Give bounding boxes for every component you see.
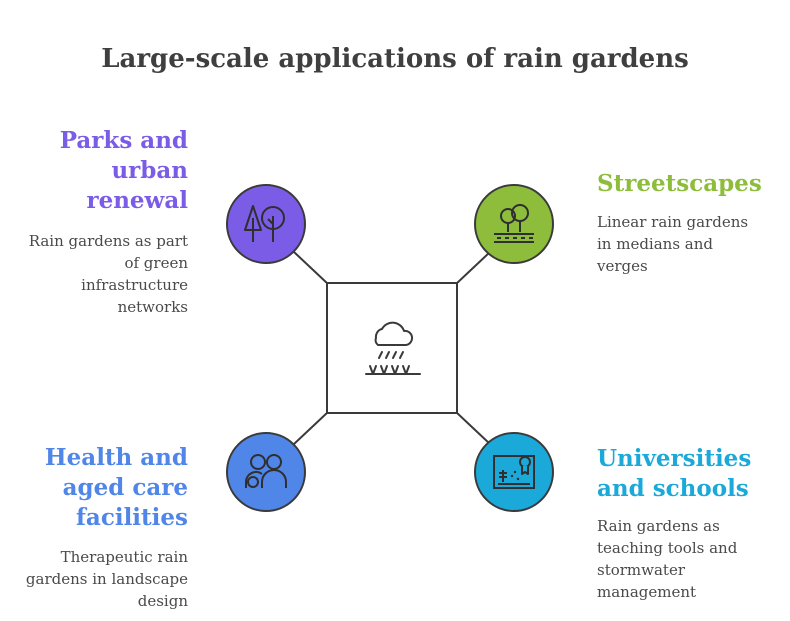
streetscapes-circle: [474, 184, 554, 264]
streetscapes-description: Linear rain gardens in medians and verge…: [597, 213, 749, 275]
health-heading: Health and aged care facilities: [44, 444, 188, 531]
health-description: Therapeutic rain gardens in landscape de…: [25, 548, 188, 610]
parks-heading: Parks and urban renewal: [59, 127, 188, 214]
center-box: [326, 282, 458, 414]
trees-icon: [244, 205, 285, 242]
streetscapes-heading: Streetscapes: [597, 170, 762, 197]
health-circle: [226, 432, 306, 512]
page-title: Large-scale applications of rain gardens: [101, 44, 689, 74]
parks-circle: [226, 184, 306, 264]
street-trees-icon: [494, 204, 534, 243]
universities-circle: [474, 432, 554, 512]
universities-heading: Universities and schools: [597, 445, 752, 502]
people-icon: [245, 454, 287, 488]
rain-cloud-grass-icon: [365, 321, 421, 375]
parks-description: Rain gardens as part of green infrastruc…: [28, 232, 188, 316]
certificate-icon: [493, 455, 535, 489]
universities-description: Rain gardens as teaching tools and storm…: [597, 517, 738, 601]
